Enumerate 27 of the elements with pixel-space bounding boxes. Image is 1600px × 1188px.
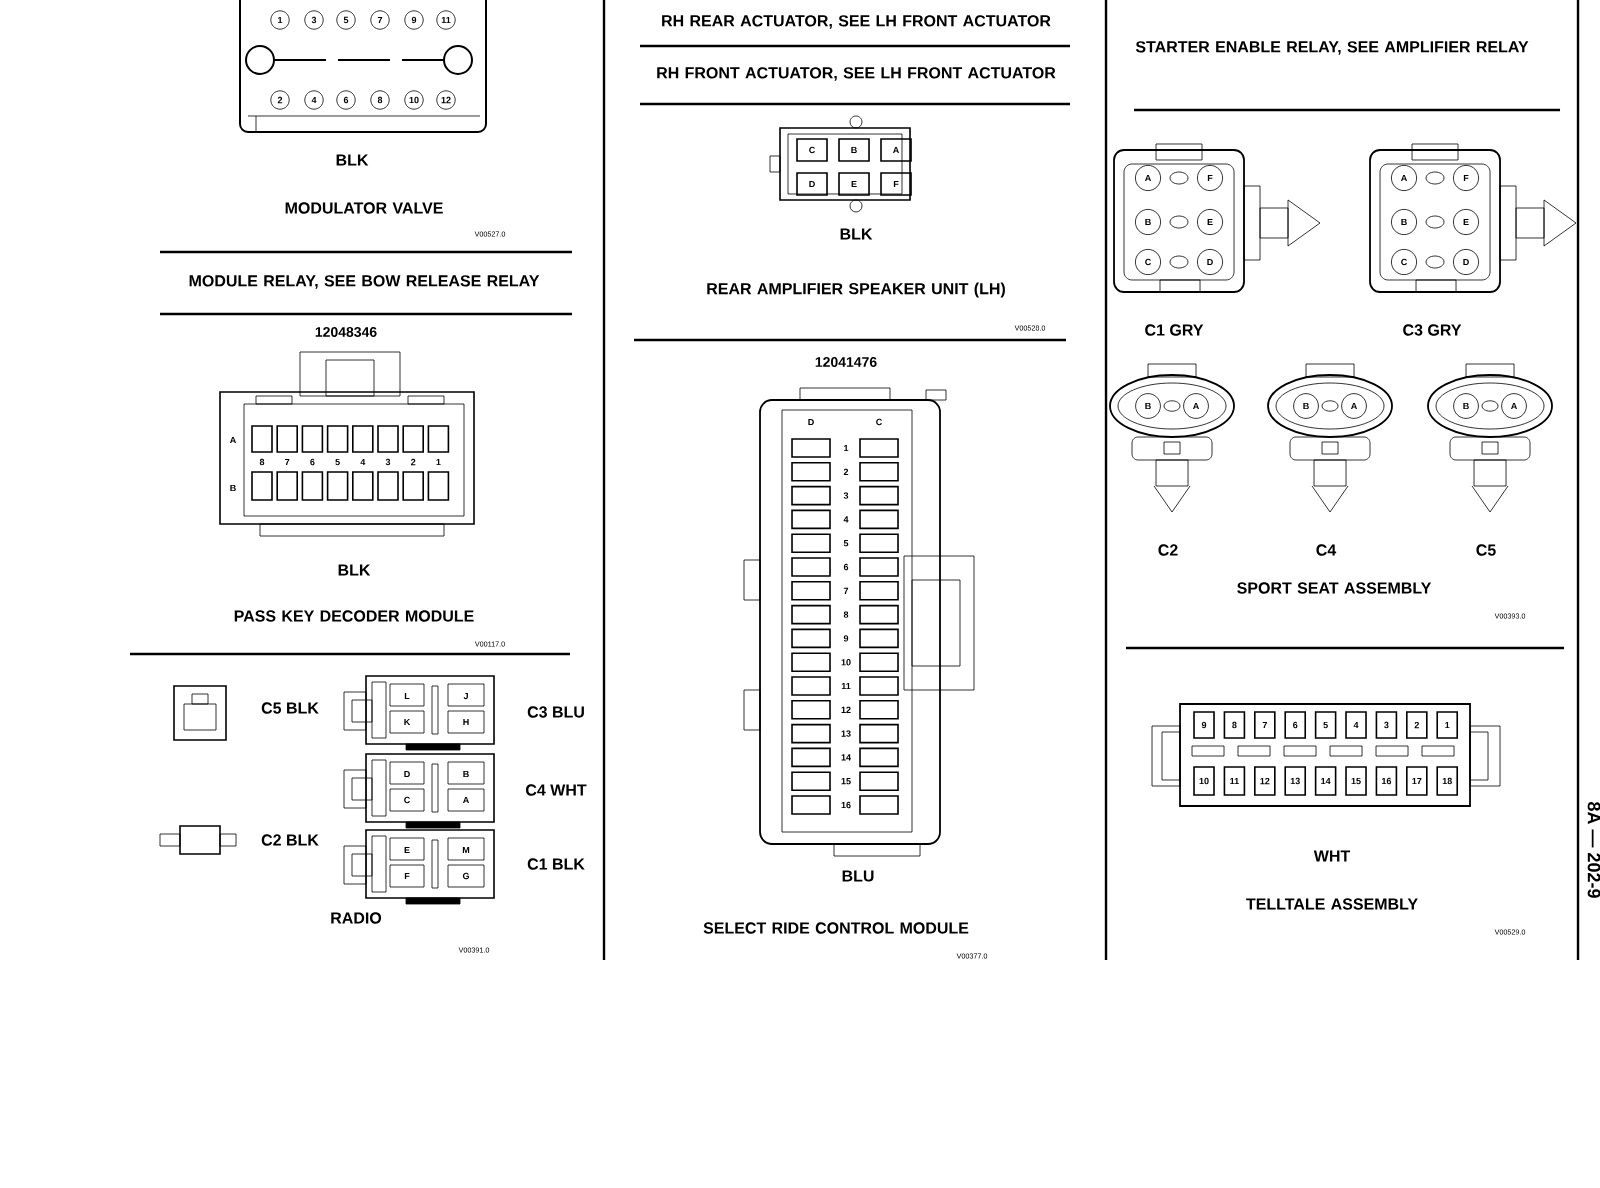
connector-label: C2 BLK — [261, 834, 319, 846]
component-title: SPORT SEAT ASSEMBLY — [1237, 582, 1432, 594]
component-title: REAR AMPLIFIER SPEAKER UNIT (LH) — [707, 282, 1005, 298]
color-code: WHT — [1313, 850, 1351, 862]
component-title: PASS KEY DECODER MODULE — [234, 610, 474, 622]
component-title: RH FRONT ACTUATOR, SEE LH FRONT ACTUATOR — [657, 67, 1056, 81]
connector-label: C4 WHT — [526, 784, 587, 796]
connector-label: C3 GRY — [1403, 324, 1462, 336]
component-title: RADIO — [331, 912, 382, 924]
color-code: BLK — [338, 564, 371, 576]
connector-label: C3 BLU — [527, 706, 584, 718]
page-number: 8A — 202-9 — [1587, 802, 1600, 898]
color-code: BLK — [840, 228, 873, 240]
connector-label: C5 BLK — [261, 702, 319, 714]
component-title: STARTER ENABLE RELAY, SEE AMPLIFIER RELAY — [1135, 41, 1529, 55]
component-title: MODULE RELAY, SEE BOW RELEASE RELAY — [189, 275, 540, 289]
connector-label: C1 GRY — [1145, 324, 1204, 336]
component-title: RH REAR ACTUATOR, SEE LH FRONT ACTUATOR — [662, 15, 1051, 29]
color-code: BLU — [842, 870, 874, 882]
connector-label: C4 — [1316, 544, 1337, 556]
connector-label: C2 — [1158, 544, 1178, 556]
color-code: BLK — [336, 154, 369, 166]
component-title: SELECT RIDE CONTROL MODULE — [703, 922, 969, 934]
connector-label: C5 — [1476, 544, 1496, 556]
component-title: MODULATOR VALVE — [285, 202, 443, 214]
component-title: TELLTALE ASSEMBLY — [1246, 898, 1418, 910]
connector-label: C1 BLK — [527, 858, 585, 870]
